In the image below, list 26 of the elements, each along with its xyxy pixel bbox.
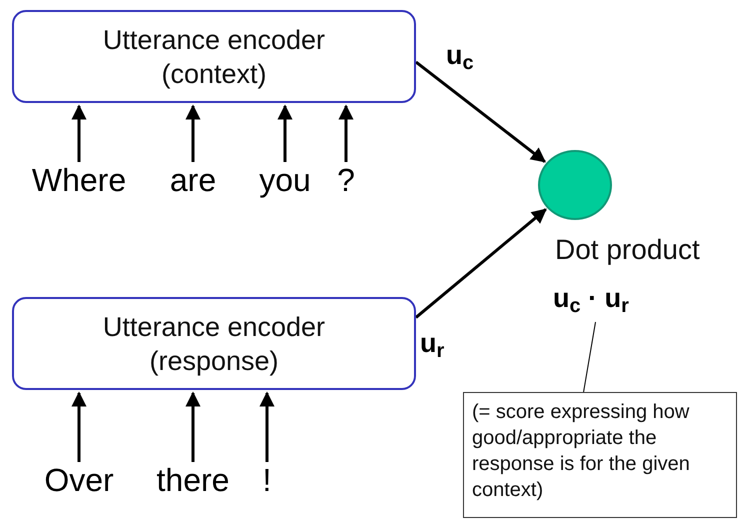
encoder-label: Utterance encoder (response) xyxy=(102,310,326,378)
input-token: are xyxy=(170,162,216,198)
input-token: Over xyxy=(44,462,114,498)
input-token: there xyxy=(156,462,230,498)
arrow xyxy=(186,392,200,462)
arrow xyxy=(338,104,354,162)
arrow xyxy=(278,104,292,162)
arrow xyxy=(72,392,86,462)
input-token: Where xyxy=(32,162,126,198)
edge-label: u$_{c}$ xyxy=(446,40,474,76)
node-caption: Dot product xyxy=(555,234,700,266)
input-token: ! xyxy=(262,462,272,498)
edge-label: u$_{r}$ xyxy=(420,328,444,364)
encoder-box xyxy=(12,10,416,103)
note-box: (= score expressing how good/appropriate the response is for the given context) xyxy=(463,392,737,518)
arrow xyxy=(415,208,547,319)
input-token: ? xyxy=(337,162,355,198)
formula: u$_{c}$ · u$_{r}$ xyxy=(553,282,629,322)
arrow xyxy=(260,392,274,462)
arrow xyxy=(415,60,546,163)
arrow xyxy=(186,104,200,162)
leader-line xyxy=(583,322,596,392)
arrow xyxy=(72,104,86,162)
encoder-label: Utterance encoder (context) xyxy=(102,24,326,90)
encoder-box xyxy=(12,297,416,390)
input-token: you xyxy=(259,162,311,198)
